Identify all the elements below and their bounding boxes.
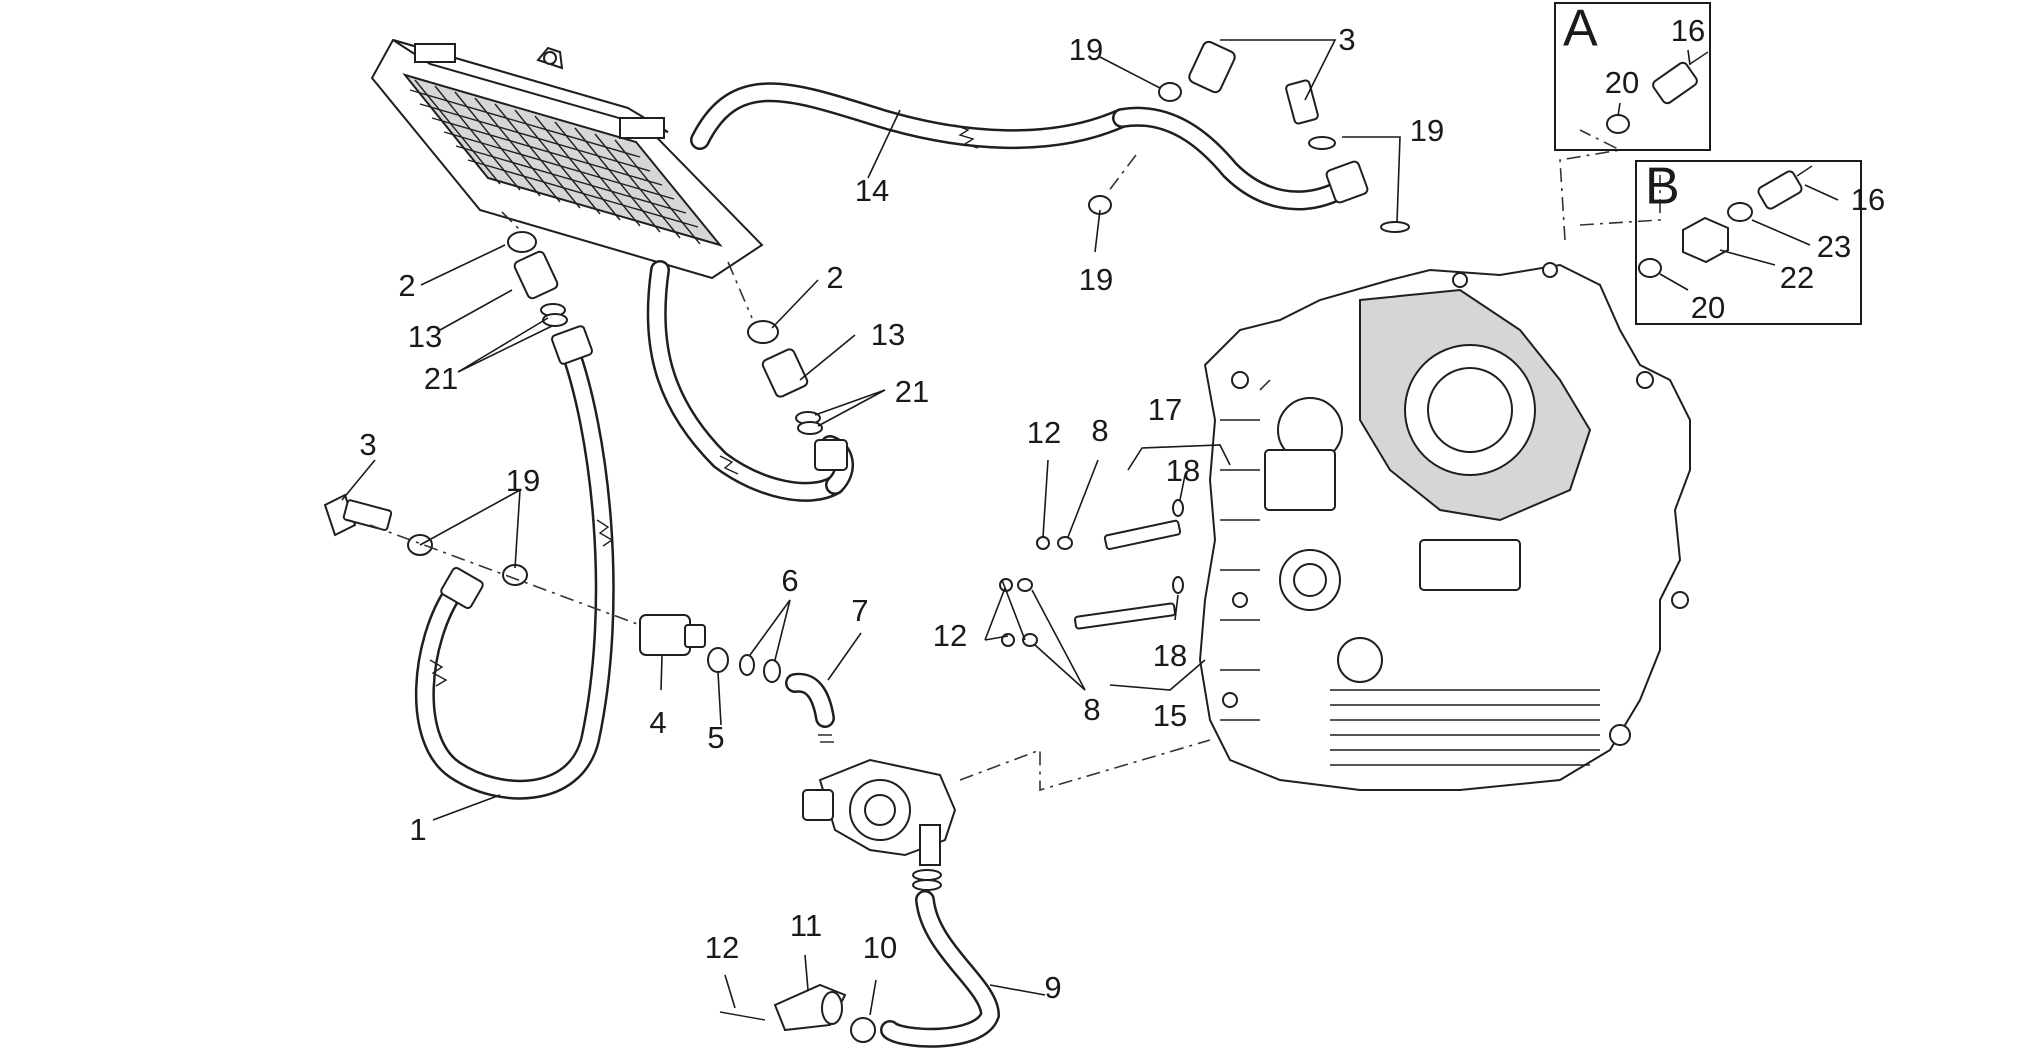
inset-letter-a: A [1563,0,1598,58]
callout-1: 1 [409,812,426,847]
callout-15: 15 [1153,698,1187,733]
callout-2-right: 2 [826,260,843,295]
seal-5-and-orings-6 [707,647,781,683]
callout-8-top: 8 [1091,413,1108,448]
leader-lines [341,39,1839,1016]
callout-2-left: 2 [398,268,415,303]
callout-7: 7 [851,593,868,628]
callout-4: 4 [649,705,666,740]
oil-pump [802,758,957,891]
alignment-lines [369,129,1661,792]
hose-14-lower-fitting [814,435,854,495]
union-fitting-left [507,231,568,327]
callout-6: 6 [781,563,798,598]
callout-19-right: 19 [1410,113,1444,148]
hose-9 [880,890,1001,1048]
oil-cooler [370,38,764,280]
callout-17: 17 [1148,392,1182,427]
callout-20-a: 20 [1605,65,1639,100]
callout-11: 11 [790,908,822,943]
callout-3-left: 3 [359,427,376,462]
adapter-4 [639,614,706,656]
union-fitting-right [747,320,823,435]
callout-12-top: 12 [1027,415,1061,450]
banjo-bolt-left [323,493,528,586]
callout-16-b: 16 [1851,182,1885,217]
inset-a: A [1554,0,1711,151]
callout-10: 10 [863,930,897,965]
callout-8-mid: 8 [1083,692,1100,727]
hose-7 [785,672,835,743]
callout-22: 22 [1780,260,1814,295]
callout-13-left: 13 [408,319,442,354]
callout-12-mid: 12 [933,618,967,653]
pickup-filter-11 [719,983,876,1043]
callout-21-right: 21 [895,374,929,409]
callout-19-left: 19 [506,463,540,498]
studs-and-screws [999,499,1184,647]
callout-16-a: 16 [1671,13,1705,48]
callout-19-lower: 19 [1079,262,1113,297]
callout-23: 23 [1817,229,1851,264]
callout-20-b: 20 [1691,290,1725,325]
inset-b: B [1635,158,1862,325]
callout-18-bottom: 18 [1153,638,1187,673]
callout-labels: 1 2 2 3 3 4 5 6 7 8 8 9 10 11 12 12 12 1… [359,13,1885,1005]
hose-14 [646,82,1350,502]
callout-19-top: 19 [1069,32,1103,67]
callout-3-top: 3 [1338,22,1355,57]
banjo-bolt-top [1088,40,1410,233]
hose-1 [414,325,615,800]
crankcase [1198,262,1691,791]
callout-21-left: 21 [424,361,458,396]
callout-14: 14 [855,173,889,208]
callout-12-bottom: 12 [705,930,739,965]
callout-18-top: 18 [1166,453,1200,488]
inset-letter-b: B [1645,158,1680,216]
callout-13-right: 13 [871,317,905,352]
callout-5: 5 [707,720,724,755]
callout-9: 9 [1044,970,1061,1005]
